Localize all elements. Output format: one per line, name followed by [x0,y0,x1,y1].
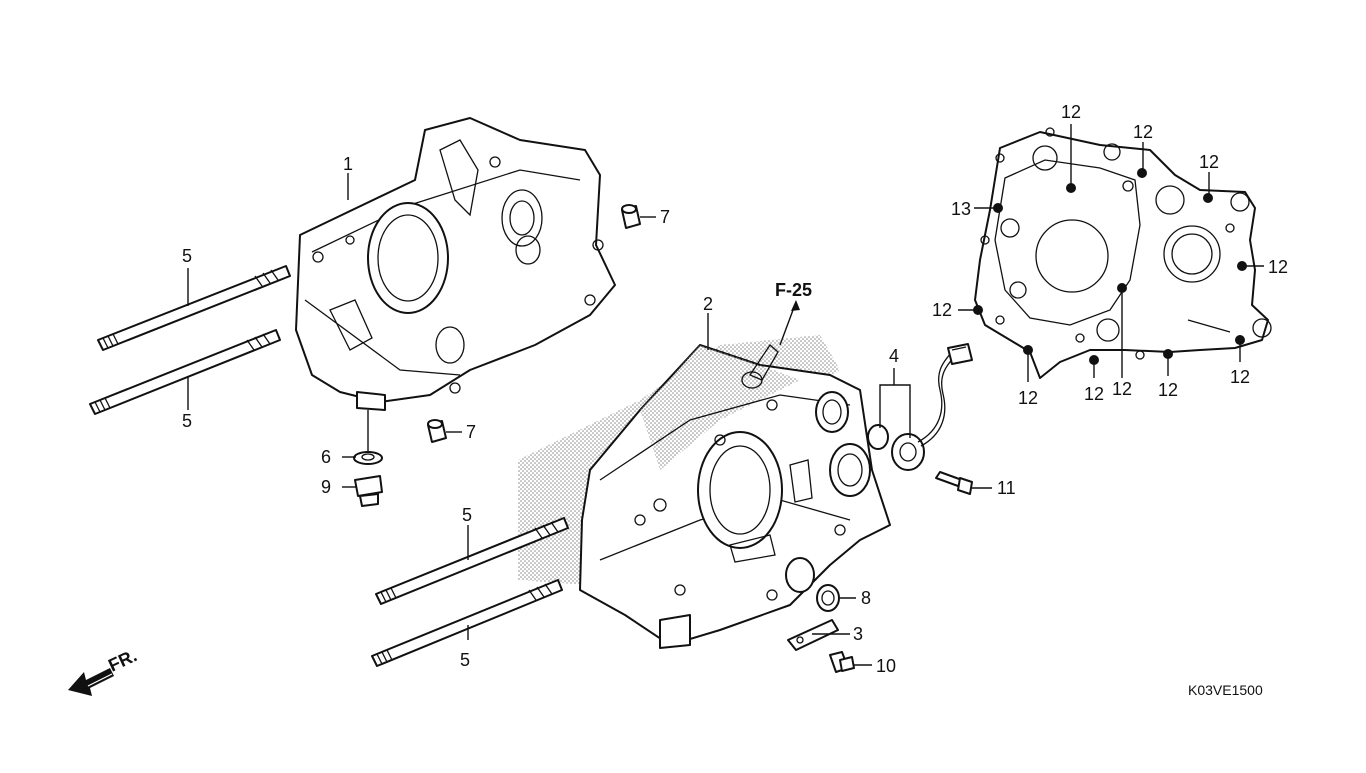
setting-plate-and-bolt [787,619,855,673]
front-arrow-icon: FR. [68,645,140,696]
callout-2: 2 [703,294,713,314]
figure-code: K03VE1500 [1188,682,1263,698]
oil-seal [816,584,840,612]
callout-7-lower: 7 [466,422,476,442]
callout-13: 13 [951,199,971,219]
reference-label: F-25 [775,280,812,300]
callout-12-g: 12 [1084,384,1104,404]
callout-12-d: 12 [1268,257,1288,277]
callout-5-lower-b: 5 [460,650,470,670]
callout-3: 3 [853,624,863,644]
callout-5-upper: 5 [182,246,192,266]
drain-washer-and-bolt [353,451,383,507]
callout-9: 9 [321,477,331,497]
right-crankcase [518,335,891,649]
callout-12-b: 12 [1133,122,1153,142]
switch-bolt [935,471,973,495]
left-crankcase [295,117,616,411]
callout-10: 10 [876,656,896,676]
callout-4: 4 [889,346,899,366]
callout-5-lower-a: 5 [462,505,472,525]
callout-5-middle: 5 [182,411,192,431]
leader-lines [187,124,1264,666]
callout-12-h: 12 [1112,379,1132,399]
callout-11: 11 [997,478,1016,498]
neutral-switch-assembly [867,343,973,471]
callout-12-c: 12 [1199,152,1219,172]
callout-12-j: 12 [1230,367,1250,387]
callout-1: 1 [343,154,353,174]
callout-12-f: 12 [1018,388,1038,408]
crankcase-gasket [973,127,1272,379]
callout-labels: 1 2 3 4 5 5 5 5 6 7 7 8 9 10 11 12 12 12… [182,102,1288,698]
callout-6: 6 [321,447,331,467]
callout-12-e: 12 [932,300,952,320]
callout-12-a: 12 [1061,102,1081,122]
stud-bolts-lower [371,517,569,667]
callout-12-i: 12 [1158,380,1178,400]
dowel-pins [427,204,641,443]
stud-bolts-upper [89,265,291,415]
callout-8: 8 [861,588,871,608]
callout-7-upper: 7 [660,207,670,227]
